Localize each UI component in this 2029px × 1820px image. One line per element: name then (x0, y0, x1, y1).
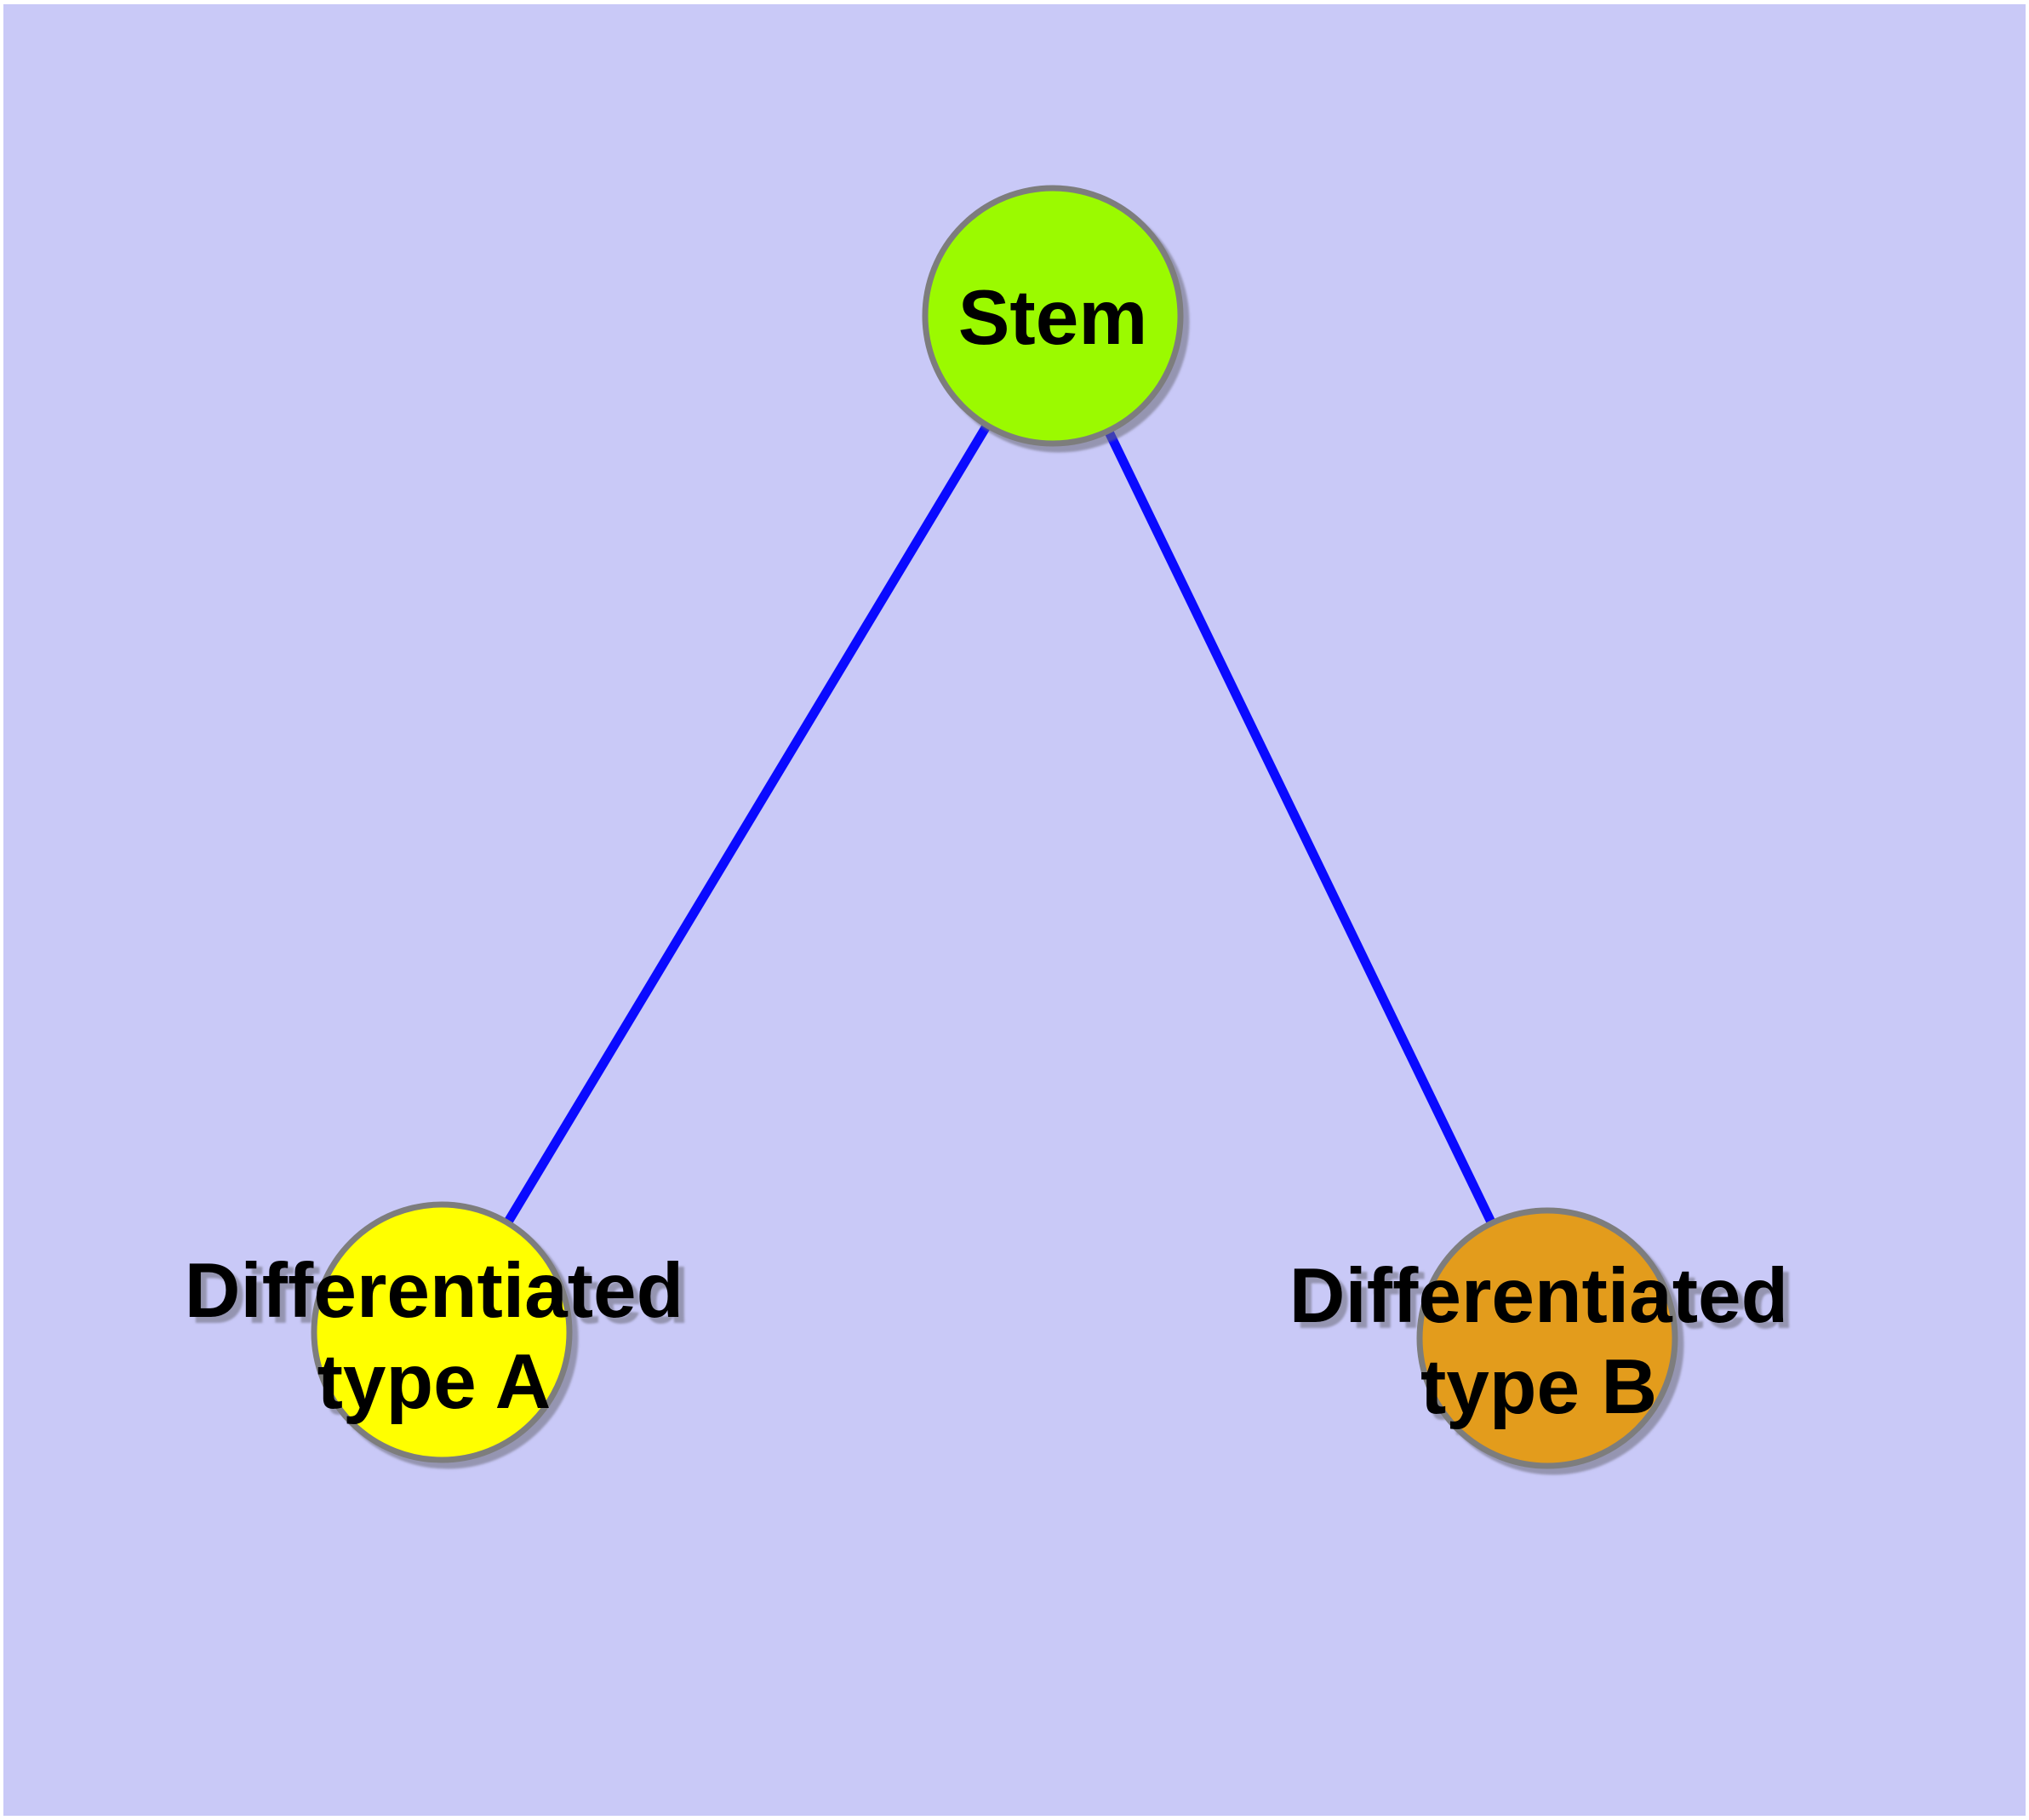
edge-stem-to-type-a (437, 313, 1057, 1335)
stem-node-label: Stem (958, 275, 1148, 361)
edge-stem-to-type-b (1049, 313, 1552, 1341)
type-a-node-label: Differentiated type A (185, 1248, 684, 1425)
type-a-label-line1: Differentiated (185, 1248, 684, 1334)
stem-node (922, 185, 1184, 447)
edge-layer (437, 313, 1552, 1341)
type-b-label-line1: Differentiated (1289, 1253, 1789, 1339)
type-b-node (1416, 1207, 1678, 1469)
node-layer: Stem Differentiated type A Differentiate… (185, 185, 1789, 1469)
type-b-label-line2: type B (1420, 1344, 1657, 1430)
type-a-label-line2: type A (317, 1339, 552, 1425)
type-a-node (311, 1201, 573, 1463)
type-b-node-label: Differentiated type B (1289, 1253, 1789, 1430)
